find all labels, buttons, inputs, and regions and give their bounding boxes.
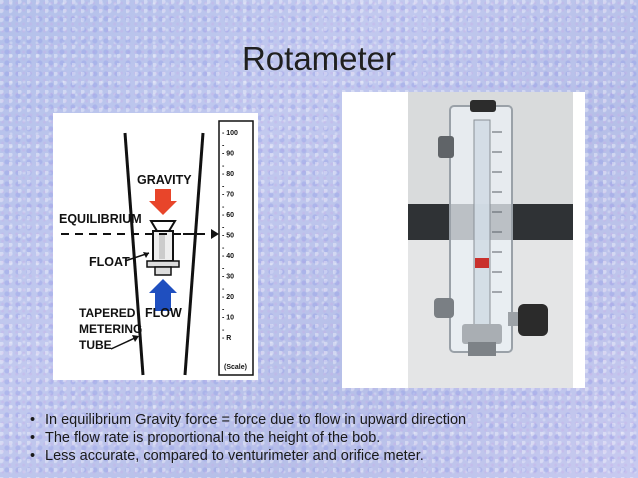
scale-minor-tick: - — [222, 245, 225, 252]
scale-caption: (Scale) — [224, 364, 247, 371]
label-equilibrium: EQUILIBRIUM — [59, 212, 142, 226]
scale-minor-tick: - — [222, 204, 225, 211]
bullet-dot-icon: • — [30, 430, 36, 446]
bullet-list: •In equilibrium Gravity force = force du… — [30, 411, 630, 465]
equilibrium-arrow-icon — [211, 229, 219, 239]
scale-tick-label: - 50 — [222, 233, 234, 240]
slide-title: Rotameter — [241, 40, 397, 77]
scale-tick-label: - 90 — [222, 151, 234, 158]
rotameter-photo — [342, 92, 585, 388]
scale-minor-tick: - — [222, 286, 225, 293]
scale-tick-label: - 30 — [222, 274, 234, 281]
gravity-arrow-icon — [149, 189, 177, 215]
bullet-dot-icon: • — [30, 412, 36, 428]
label-gravity: GRAVITY — [137, 173, 192, 187]
scale-tick-label: - 40 — [222, 253, 234, 260]
label-metering: METERING — [79, 322, 142, 336]
scale-minor-tick: - — [222, 142, 225, 149]
scale-tick-label: - 80 — [222, 171, 234, 178]
flow-arrow-icon — [149, 279, 177, 311]
label-tube: TUBE — [79, 338, 112, 352]
bullet-item: •Less accurate, compared to venturimeter… — [30, 448, 424, 464]
scale-minor-tick: - — [222, 306, 225, 313]
label-float: FLOAT — [89, 255, 130, 269]
scale-tick-label: - 70 — [222, 192, 234, 199]
scale-minor-tick: - — [222, 265, 225, 272]
scale-minor-tick: - — [222, 183, 225, 190]
float-icon — [146, 220, 180, 276]
scale-minor-tick: - — [222, 327, 225, 334]
bullet-item: •In equilibrium Gravity force = force du… — [30, 412, 467, 428]
scale: - 100-- 90-- 80-- 70-- 60-- 50-- 40-- 30… — [218, 120, 254, 376]
bullet-dot-icon: • — [30, 448, 36, 464]
scale-tick-label: - 20 — [222, 294, 234, 301]
scale-minor-tick: - — [222, 163, 225, 170]
tube-wall-right — [183, 132, 205, 376]
scale-minor-tick: - — [222, 224, 225, 231]
tube-wall-left — [123, 132, 145, 376]
label-flow: FLOW — [145, 306, 182, 320]
bullet-item: •The flow rate is proportional to the he… — [30, 430, 381, 446]
label-tapered: TAPERED — [79, 306, 136, 320]
scale-tick-label: - 60 — [222, 212, 234, 219]
rotameter-diagram: GRAVITY EQUILIBRIUM FLOAT TAPERED METERI… — [53, 113, 258, 380]
scale-tick-label: - 10 — [222, 315, 234, 322]
scale-tick-label: - 100 — [222, 130, 238, 137]
scale-tick-label: - R — [222, 335, 231, 342]
